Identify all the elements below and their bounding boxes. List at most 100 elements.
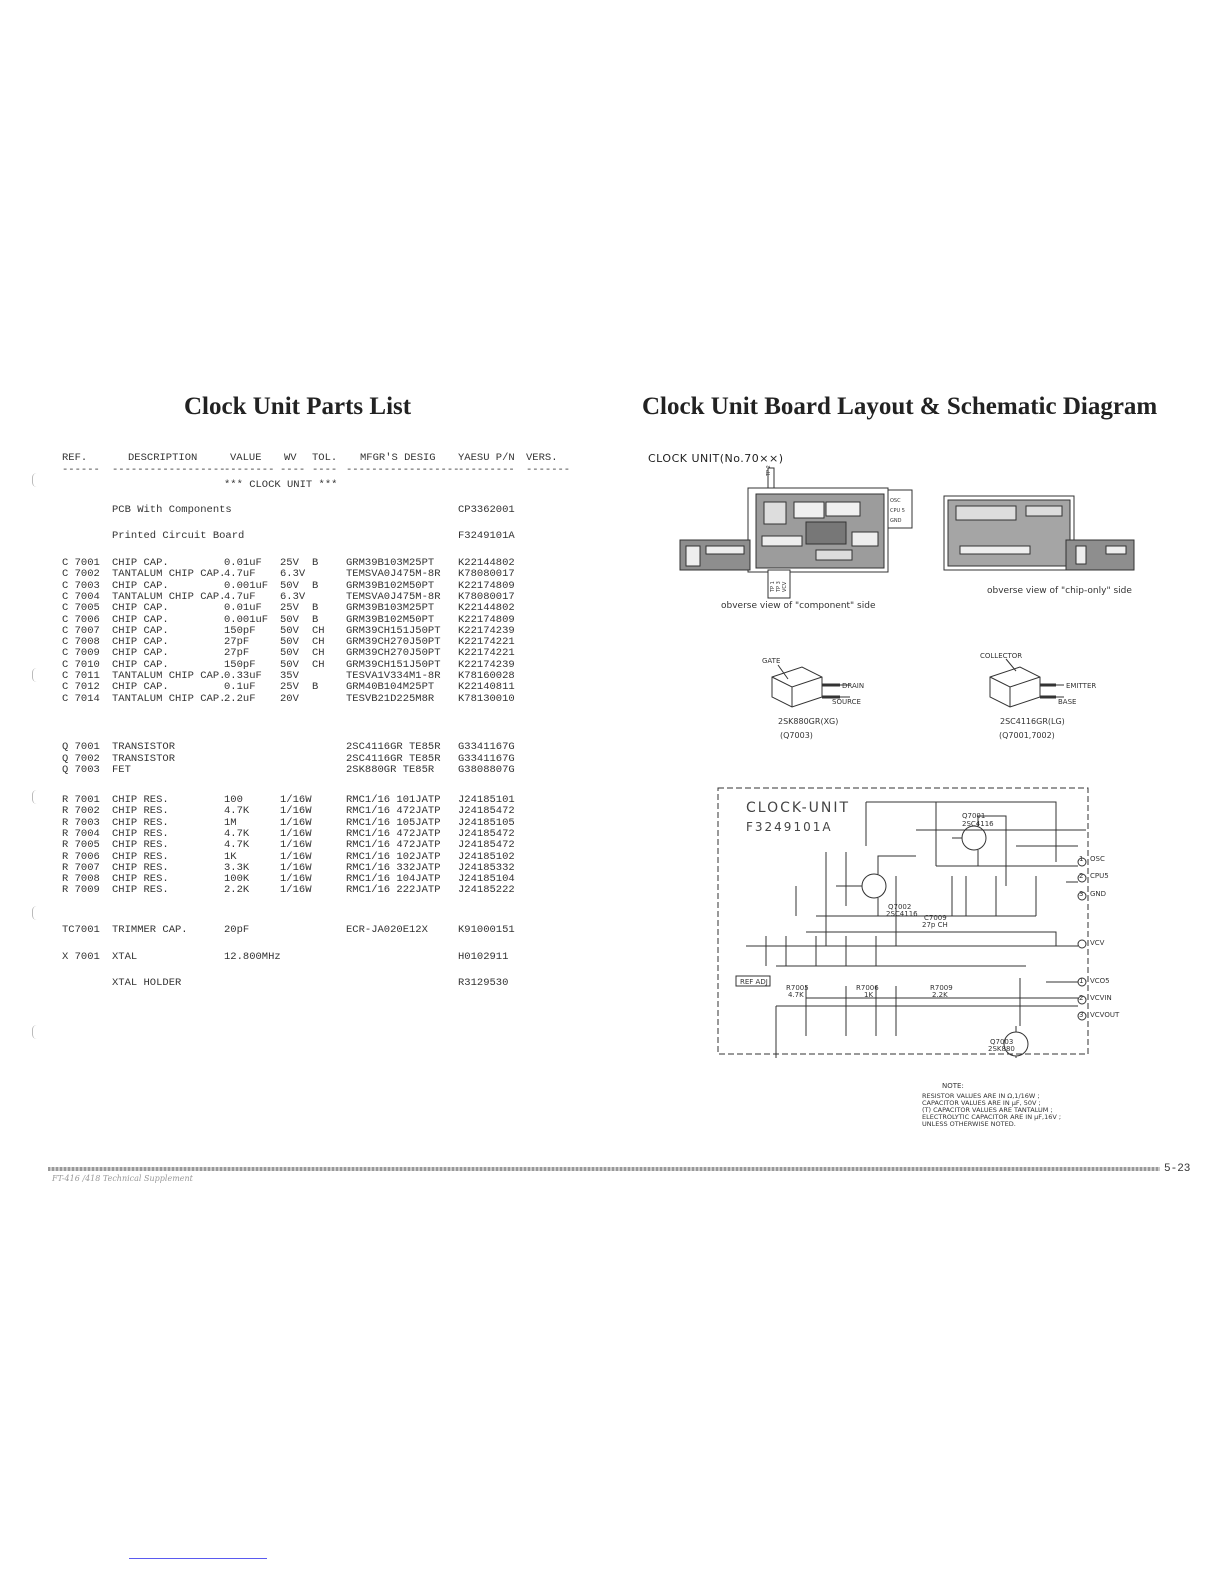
cell-val: 12.800MHz (224, 951, 281, 963)
cell-desc: CHIP RES. (112, 850, 169, 863)
cell-val: 2.2K (224, 884, 250, 897)
cell-pn: CP3362001 (458, 504, 515, 516)
chip-component (851, 531, 879, 547)
cell-mfg: RMC1/16 105JATP (346, 816, 441, 829)
port-label: VCVOUT (1090, 1011, 1120, 1019)
cell-pn: G3341167G (458, 752, 515, 765)
dash-mfgr: ------------------ (346, 464, 460, 476)
c7009-value: 27p CH (922, 921, 948, 929)
cell-desc: CHIP CAP. (112, 647, 169, 660)
c7009-ref: C7009 (924, 914, 947, 922)
cell-val: 0.1uF (224, 681, 256, 694)
cpu5-label: CPU 5 (890, 508, 905, 514)
cell-desc: TANTALUM CHIP CAP. (112, 670, 226, 682)
cell-val: 4.7uF (224, 568, 256, 581)
cell-desc: CHIP CAP. (112, 602, 169, 615)
cell-tol: CH (312, 636, 325, 649)
binder-mark (32, 668, 41, 682)
cell-ref: Q 7001 (62, 741, 100, 753)
cell-pn: J24185222 (458, 884, 515, 897)
r7009-ref: R7009 (930, 984, 953, 992)
note-title: NOTE: (942, 1082, 964, 1090)
cell-ref: C 7002 (62, 568, 100, 581)
schematic-unit-title: CLOCK-UNIT (746, 800, 851, 816)
cell-val: 1M (224, 816, 237, 829)
header-description: DESCRIPTION (128, 452, 198, 464)
cell-ref: C 7009 (62, 647, 100, 660)
ref-adj-label: REF ADJ (740, 978, 768, 986)
cell-val: 4.7K (224, 805, 250, 818)
tp2-label: TP 2 (766, 465, 772, 477)
note-line: UNLESS OTHERWISE NOTED. (922, 1120, 1016, 1128)
binder-mark (32, 473, 41, 487)
header-wv: WV (284, 452, 297, 464)
cell-val: 1K (224, 850, 237, 863)
cell-ref: C 7005 (62, 602, 100, 615)
gate-label: GATE (762, 657, 781, 665)
cell-tol: B (312, 557, 319, 569)
cell-pn: K22174221 (458, 647, 515, 660)
cell-mfg: GRM39CH270J50PT (346, 647, 441, 660)
cell-wv: 20V (280, 692, 299, 705)
bjt-package (989, 658, 1064, 708)
cell-val: 0.33uF (224, 670, 262, 682)
cell-pn: G3808807G (458, 764, 515, 776)
cell-ref: R 7006 (62, 850, 100, 863)
cell-wv: 50V (280, 579, 299, 592)
cell-ref: C 7006 (62, 613, 100, 626)
cell-ref: R 7007 (62, 861, 100, 874)
cell-mfg: RMC1/16 472JATP (346, 805, 441, 818)
schematic-title: Clock Unit Board Layout & Schematic Diag… (642, 393, 1158, 420)
cell-mfg: RMC1/16 104JATP (346, 873, 441, 886)
component-side-board: TP 2 OSC CPU 5 GND (679, 465, 913, 574)
cell-val: 100 (224, 794, 243, 806)
cell-val: 4.7uF (224, 590, 256, 603)
cell-val: 4.7K (224, 839, 250, 852)
cell-ref: C 7010 (62, 658, 100, 671)
cell-desc: CHIP RES. (112, 839, 169, 852)
chip-component (705, 545, 745, 555)
gnd-label: GND (890, 518, 902, 524)
page-number: 5-23 (1164, 1163, 1191, 1175)
cell-pn: J24185105 (458, 816, 515, 829)
q7001-ref: Q7001 (962, 812, 986, 820)
cell-val: 100K (224, 873, 250, 886)
cell-mfg: RMC1/16 101JATP (346, 794, 441, 806)
cell-mfg: GRM39B103M25PT (346, 602, 435, 615)
cell-desc: CHIP CAP. (112, 636, 169, 649)
parts-list-title: Clock Unit Parts List (184, 393, 412, 420)
binder-mark (32, 1025, 41, 1039)
dash-value: -------- (224, 464, 275, 476)
cell-val: 27pF (224, 636, 250, 649)
cell-mfg: RMC1/16 472JATP (346, 827, 441, 840)
q7003-ref: Q7003 (990, 1038, 1014, 1046)
port-label: VCVIN (1090, 994, 1112, 1002)
cell-wv: 50V (280, 658, 299, 671)
cell-desc: TRANSISTOR (112, 752, 176, 765)
cell-ref: Q 7002 (62, 752, 100, 765)
cell-val: 0.001uF (224, 613, 269, 626)
cell-val: 3.3K (224, 861, 250, 874)
cell-mfg: GRM40B104M25PT (346, 681, 435, 694)
cell-mfg: GRM39B102M50PT (346, 613, 435, 626)
cell-wv: 50V (280, 647, 299, 660)
cell-ref: C 7014 (62, 692, 100, 705)
cell-val: 150pF (224, 624, 256, 637)
cell-pn: J24185472 (458, 805, 515, 818)
cell-desc: FET (112, 764, 131, 776)
cell-val: 4.7K (224, 827, 250, 840)
cell-pn: J24185472 (458, 839, 515, 852)
cell-val: 0.01uF (224, 557, 262, 569)
port-label: CPU5 (1090, 872, 1109, 880)
cell-pn: K22144802 (458, 557, 515, 569)
chip-side-caption: obverse view of "chip-only" side (987, 586, 1132, 596)
cell-desc: CHIP RES. (112, 884, 169, 897)
fet-ref: (Q7003) (780, 731, 813, 740)
r7006-ref: R7006 (856, 984, 879, 992)
cell-ref: R 7005 (62, 839, 100, 852)
cell-wv: 1/16W (280, 839, 312, 852)
cell-desc: CHIP CAP. (112, 681, 169, 694)
cell-wv: 6.3V (280, 568, 306, 581)
tp-connector-pins: TP 1 TP 3 VCV (767, 570, 791, 599)
cell-wv: 50V (280, 636, 299, 649)
